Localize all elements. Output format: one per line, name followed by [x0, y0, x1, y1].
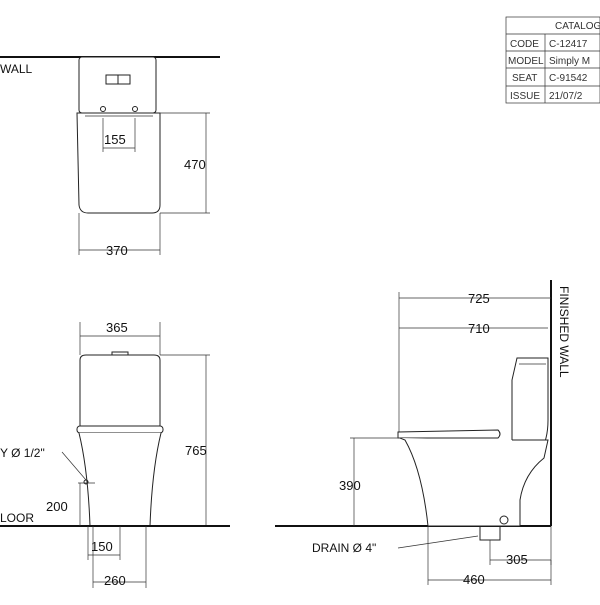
cistern-side [511, 357, 549, 453]
dim-side-depth-overall: 725 [468, 291, 490, 306]
title-block-issue-value: 21/07/2 [549, 91, 583, 102]
dim-drain-to-wall: 305 [506, 552, 528, 567]
title-block-issue-key: ISSUE [510, 91, 540, 102]
dim-top-width: 370 [106, 243, 128, 258]
cistern-top [78, 56, 157, 114]
cistern-front [79, 354, 161, 427]
dim-base-depth: 460 [463, 572, 485, 587]
front-view: 365 765 Y Ø 1/2" LOOR 200 150 260 [0, 320, 230, 588]
title-block-seat-key: SEAT [512, 73, 537, 84]
title-block-code-value: C-12417 [549, 39, 588, 50]
dim-top-depth: 470 [184, 157, 206, 172]
dim-front-height: 765 [185, 443, 207, 458]
dim-base-width: 260 [104, 573, 126, 588]
title-block-header: CATALOG [555, 21, 600, 32]
title-block-code-key: CODE [510, 39, 539, 50]
dim-seat-offset: 155 [104, 132, 126, 147]
drain-label: DRAIN Ø 4" [312, 541, 376, 555]
dim-front-width: 365 [106, 320, 128, 335]
wall-label: WALL [0, 62, 33, 76]
title-block: CATALOG CODE C-12417 MODEL Simply M SEAT… [505, 16, 600, 104]
bowl-side [399, 437, 549, 527]
seat-side [397, 429, 501, 439]
title-block-seat-value: C-91542 [549, 73, 588, 84]
dim-seat-height: 390 [339, 478, 361, 493]
dim-supply-offset: 150 [91, 539, 113, 554]
supply-label: Y Ø 1/2" [0, 446, 45, 460]
finished-wall-label: FINISHED WALL [557, 286, 571, 378]
seat-front [76, 425, 164, 434]
side-view: FINISHED WALL 725 710 390 DRAIN Ø 4" 305 [275, 280, 571, 587]
floor-label: LOOR [0, 511, 34, 525]
bowl-front [78, 432, 162, 527]
title-block-model-key: MODEL [508, 56, 544, 67]
top-view: WALL 155 470 370 [0, 56, 220, 258]
title-block-model-value: Simply M [549, 56, 590, 67]
dim-side-depth-bowl: 710 [468, 321, 490, 336]
dim-supply-height: 200 [46, 499, 68, 514]
drain-outlet-icon [499, 515, 509, 525]
seat-top [76, 112, 161, 214]
